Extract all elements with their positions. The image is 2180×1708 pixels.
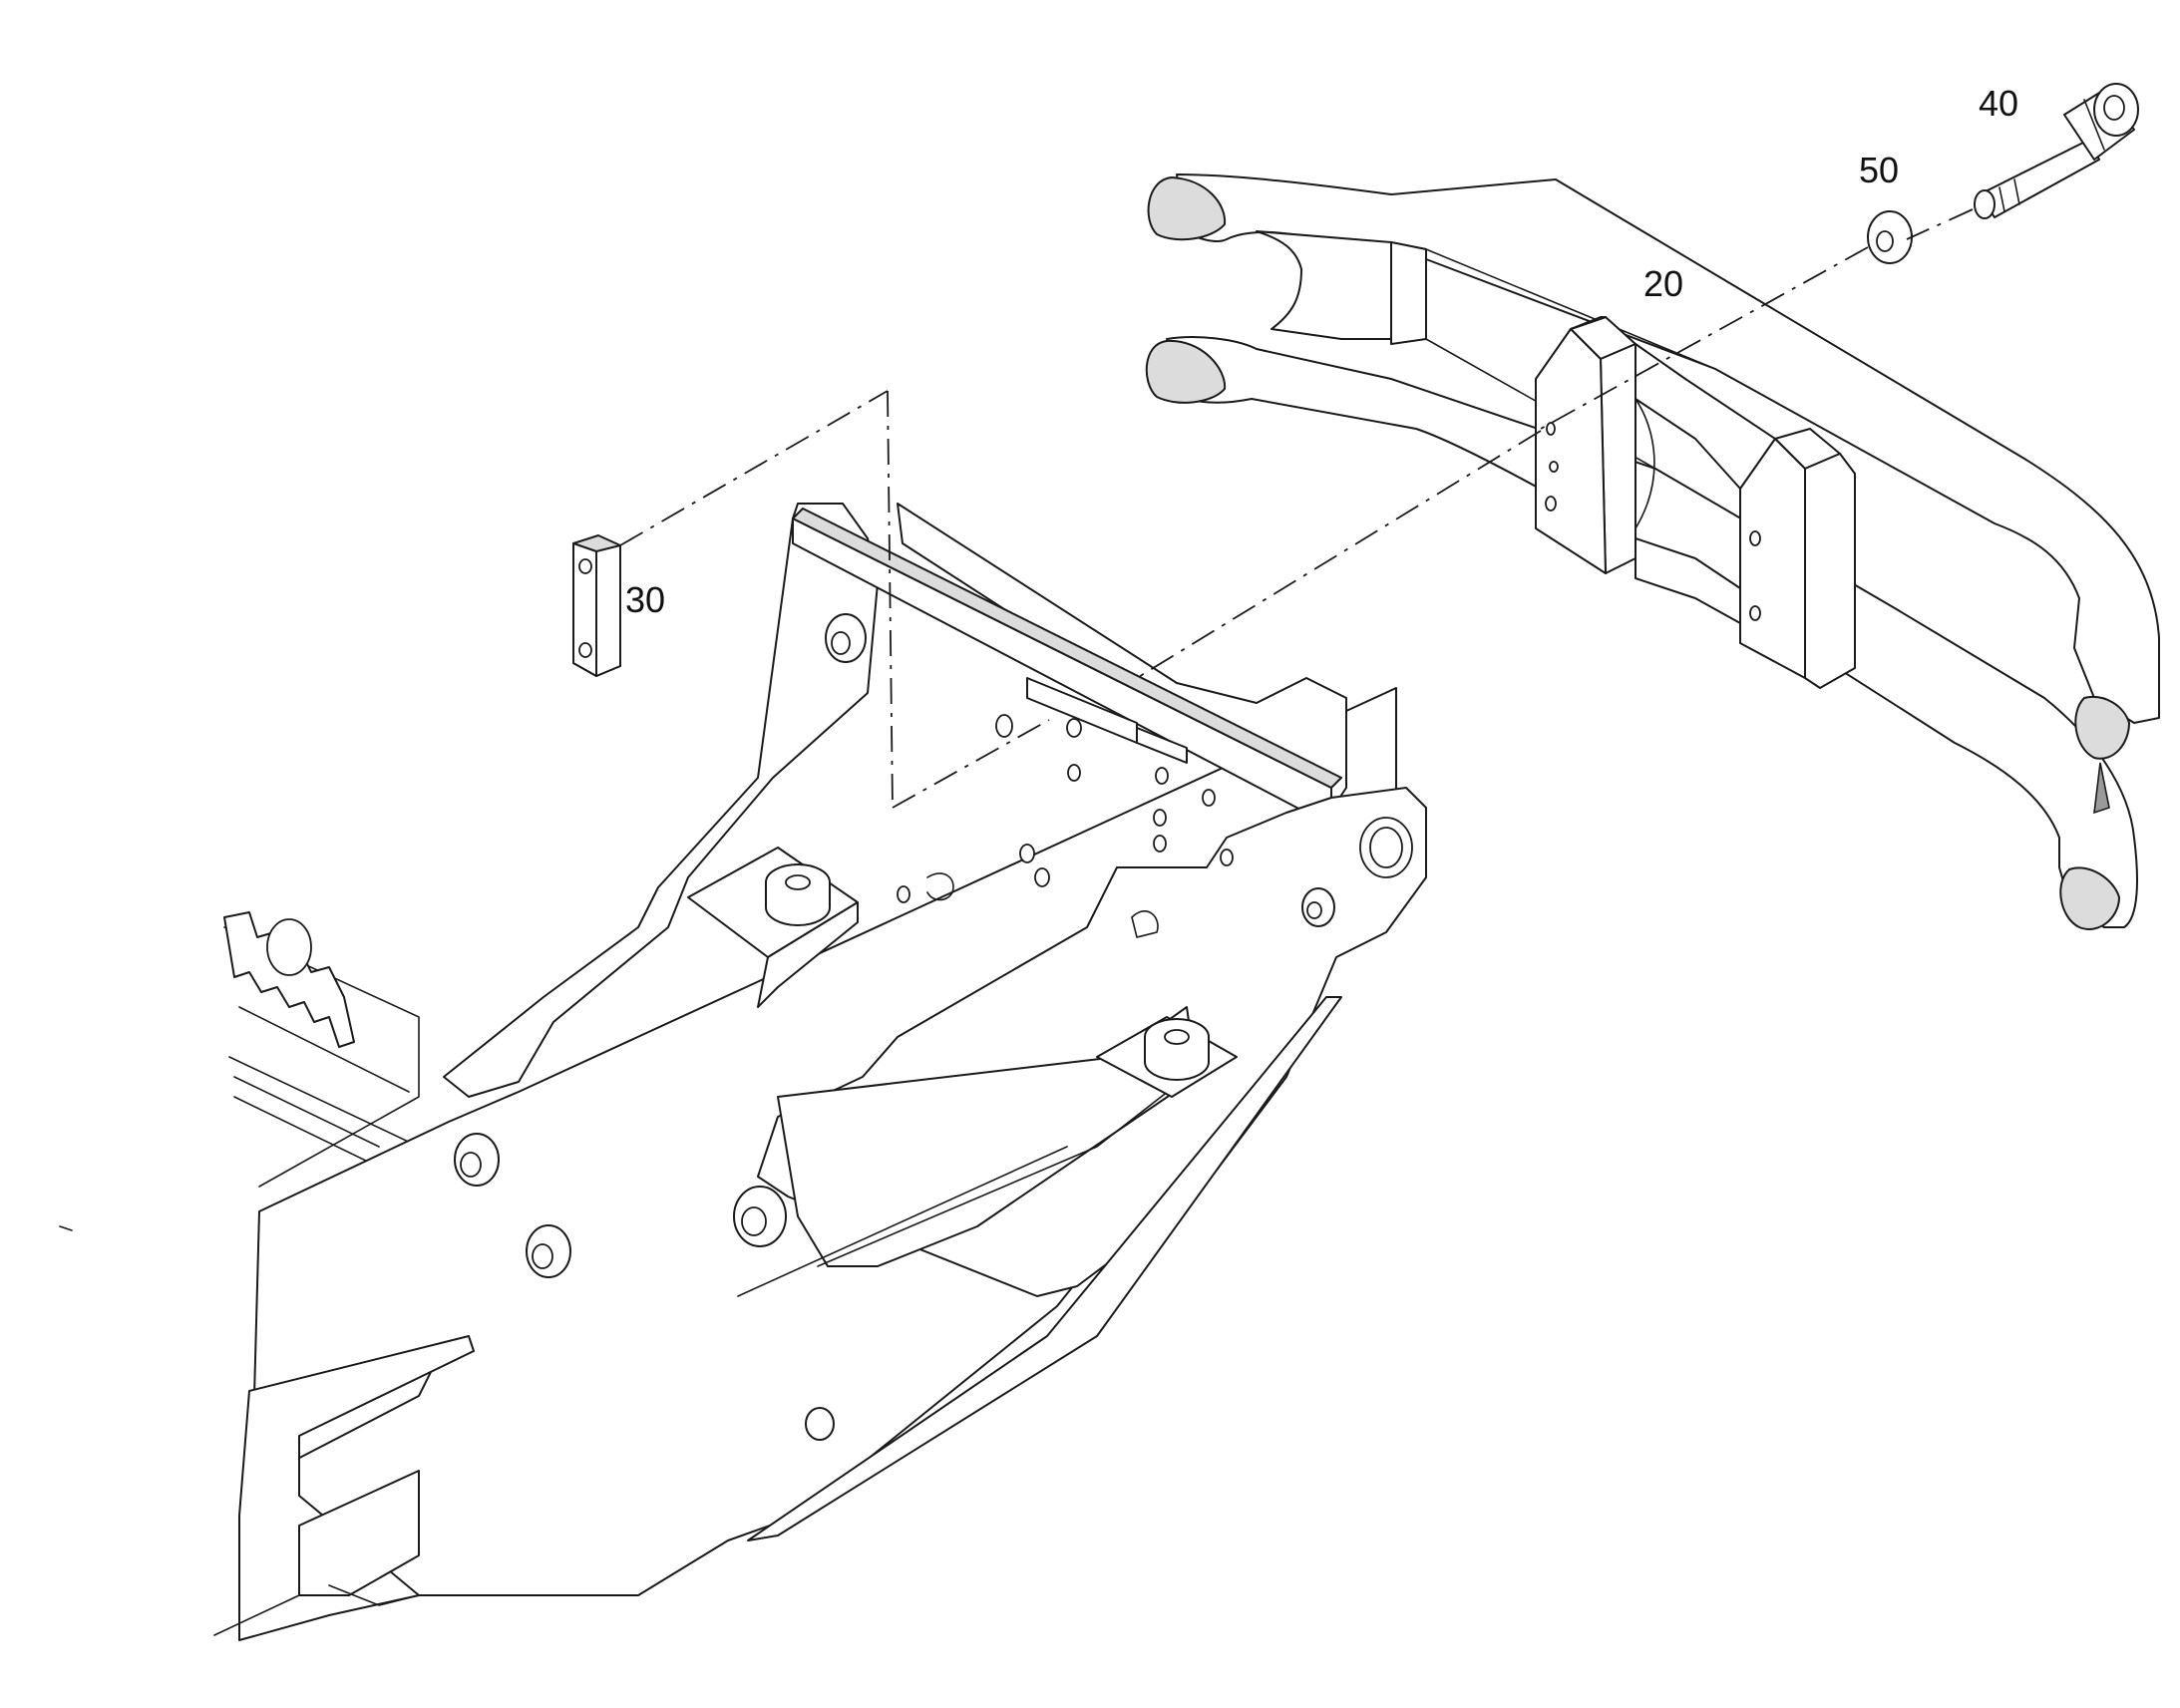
guard-upper-arm bbox=[1176, 173, 2160, 724]
callout-20: 20 bbox=[1643, 263, 1683, 304]
callout-40: 40 bbox=[1979, 83, 2018, 124]
frame-bushing-right bbox=[1096, 1016, 1238, 1098]
guard-end-cap-4 bbox=[2059, 866, 2120, 930]
guard-clamp-right bbox=[1739, 428, 1856, 689]
part-30-plate bbox=[572, 534, 621, 677]
frame-lower-pocket bbox=[298, 1470, 420, 1596]
leader-washer-to-guard bbox=[1540, 246, 1869, 430]
frame-bushing-left bbox=[687, 847, 859, 1008]
guard-lower-arm bbox=[1166, 336, 2138, 928]
callout-50: 50 bbox=[1859, 150, 1899, 190]
callout-30: 30 bbox=[625, 579, 665, 620]
guard-fork bbox=[1256, 230, 1427, 340]
guard-end-cap-3 bbox=[2074, 695, 2130, 760]
guard-end-cap-2 bbox=[1145, 339, 1227, 404]
frame-top-bar bbox=[792, 517, 1332, 814]
leader-lines bbox=[619, 208, 1974, 809]
guard-end-cap-1 bbox=[1147, 176, 1227, 241]
leader-plate-to-frame bbox=[892, 719, 1050, 809]
leader-bolt-to-washer bbox=[1906, 208, 1974, 240]
guard-bracket-bottom bbox=[1635, 537, 1741, 624]
frame-assembly bbox=[59, 503, 1427, 1641]
guard-clamp-left bbox=[1535, 316, 1636, 574]
part-50-washer bbox=[1867, 210, 1913, 264]
leader-plate-top bbox=[619, 390, 889, 546]
part-20-guard bbox=[1145, 173, 2160, 930]
frame-lower-strip bbox=[747, 996, 1342, 1541]
leader-plate-vertical bbox=[887, 390, 894, 809]
frame-rack-ring bbox=[266, 918, 312, 976]
frame-hole-small bbox=[805, 1407, 835, 1441]
leader-guard-to-frame bbox=[1136, 430, 1542, 679]
part-40-bolt bbox=[1974, 83, 2139, 219]
